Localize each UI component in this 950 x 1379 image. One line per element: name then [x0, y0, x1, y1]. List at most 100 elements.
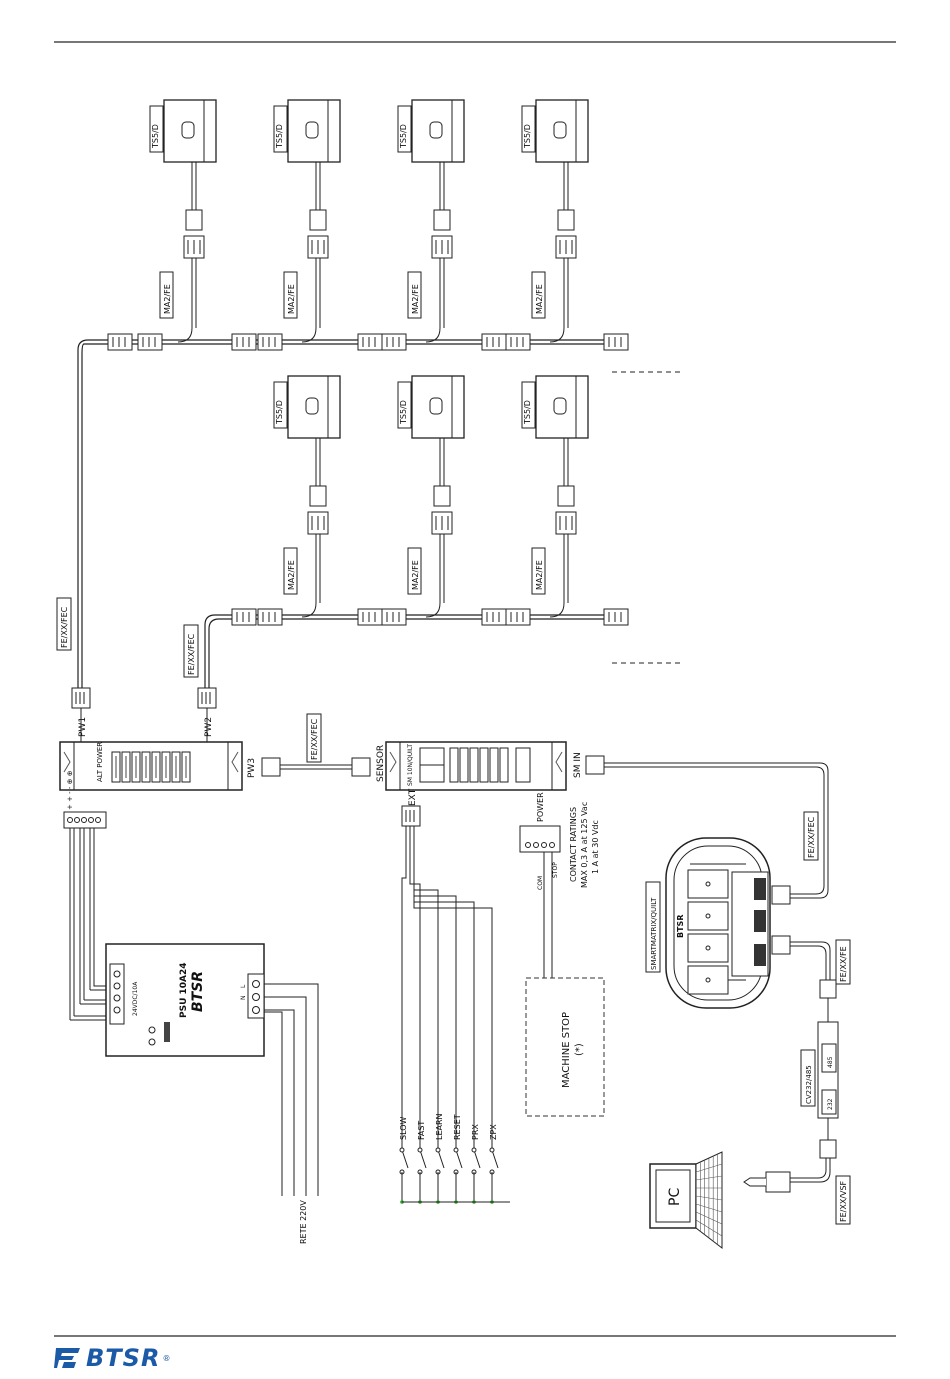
sensor-plug [433, 209, 451, 231]
ext-label: EXT [408, 788, 418, 806]
smartmatrix-label-box: SMARTMATRIX/QUILT [645, 881, 661, 973]
psu-unit: 24VDC/10A PSU 10A24 BTSR N L [105, 943, 265, 1057]
fec-label-vertical: FE/XX/FEC [56, 597, 72, 651]
psu-terminal-n: N [240, 996, 247, 1001]
adapter-label: MA2/FE [163, 284, 172, 314]
smartmatrix-led [705, 881, 711, 887]
btsr-485-label: 485 [827, 1056, 834, 1068]
sensor-label: TS5/D [523, 400, 532, 425]
input-wire [413, 826, 439, 1150]
sm-quilt-slot [489, 747, 499, 783]
adapter-label: MA2/FE [535, 560, 544, 590]
bus-connector [257, 333, 283, 351]
adapter-bend [425, 602, 441, 618]
input-label: RESET [453, 1114, 462, 1140]
input-switch-blade [473, 1149, 481, 1169]
sensor-eye-icon [305, 397, 319, 415]
sensor-plug [433, 485, 451, 507]
sensor-plug [557, 209, 575, 231]
sensor-eye-icon [429, 121, 443, 139]
keyboard-line [695, 1163, 723, 1173]
pc-keyboard-grid [695, 1154, 723, 1245]
adapter-bend [425, 327, 441, 343]
sm-in-label: SM IN [573, 752, 583, 778]
footer-logo: BTSR ® [54, 1343, 170, 1373]
keyboard-line [695, 1219, 723, 1237]
psu-terminal-l: L [240, 984, 247, 988]
input-switch-contact [399, 1147, 405, 1153]
pw-connectors [71, 687, 217, 709]
sensor-plug [557, 485, 575, 507]
sensor-chain: TS5/D MA2/FE [521, 375, 589, 618]
sensor-label-box [521, 381, 536, 429]
sm-quilt-slot [479, 747, 489, 783]
sensor-port-label: SENSOR [376, 745, 386, 782]
bus-connector [603, 333, 629, 351]
footer-reg: ® [162, 1353, 171, 1363]
sm-quilt-slot [469, 747, 479, 783]
pw3-label: PW3 [247, 758, 257, 778]
rete-label: RETE 220V [299, 1200, 308, 1244]
sensor-label-box [521, 105, 536, 153]
keyboard-line [695, 1175, 723, 1181]
input-switch-contact [435, 1147, 441, 1153]
sensor-chain: TS5/D MA2/FE [149, 99, 217, 343]
sensor-label-box [149, 105, 164, 153]
converter-label-box: CV232/485 [800, 1049, 816, 1107]
input-label: ZPX [489, 1124, 498, 1140]
adapter-bend [301, 602, 317, 618]
adapter-label-box [531, 547, 546, 595]
input-wire [401, 826, 407, 1150]
sensor-body [535, 99, 589, 163]
bus-connector [107, 333, 133, 351]
smartmatrix-rows [687, 869, 729, 995]
pw3-sensor-cable [261, 757, 371, 777]
input-switch-blade [491, 1149, 499, 1169]
sensor-label-box [397, 381, 412, 429]
sensor-body [287, 99, 341, 163]
bus-connector [231, 608, 257, 626]
sensor-label: TS5/D [275, 124, 284, 149]
adapter-label-box [283, 547, 298, 595]
adapter-label-box [407, 271, 422, 319]
input-label: PRX [471, 1124, 480, 1140]
sensor-eye-icon [429, 397, 443, 415]
fec-label-vertical: FE/XX/FEC [306, 713, 322, 763]
pc-label: PC [667, 1188, 683, 1206]
input-label: FAST [417, 1121, 426, 1140]
machine-stop-box: MACHINE STOP (*) [525, 977, 605, 1117]
adapter-bend [177, 327, 193, 343]
sensor-eye-icon [181, 121, 195, 139]
input-label: LEARN [435, 1113, 444, 1140]
input-switch-contact [489, 1147, 495, 1153]
sensor-eye-icon [305, 121, 319, 139]
adapter-label: MA2/FE [535, 284, 544, 314]
input-wire [413, 826, 475, 1150]
bus-connector [505, 608, 531, 626]
smartmatrix-brand: BTSR [676, 915, 685, 938]
adapter-label: MA2/FE [287, 284, 296, 314]
smartmatrix-led [705, 945, 711, 951]
psu-spec: 24VDC/10A [132, 981, 139, 1016]
converter-cable [771, 935, 837, 1022]
smartmatrix-row [687, 933, 729, 963]
sensor-label: TS5/D [523, 124, 532, 149]
keyboard-line [695, 1195, 723, 1201]
psu-output-polarity: + + - - ⊕ ⊕ [66, 770, 74, 810]
input-switch-blade [455, 1149, 463, 1169]
sm-quilt-slot [499, 747, 509, 783]
smartmatrix-row [687, 965, 729, 995]
adapter-label-box [531, 271, 546, 319]
sensor-label: TS5/D [399, 400, 408, 425]
sm-quilt-label: SM 10N/QUILT [407, 744, 414, 786]
adapter-label: MA2/FE [287, 560, 296, 590]
input-wire [413, 826, 493, 1150]
sensor-label: TS5/D [151, 124, 160, 149]
input-switch-blade [437, 1149, 445, 1169]
vsf-label-vertical: FE/XX/VSF [835, 1175, 851, 1225]
bus-connector [481, 608, 507, 626]
bus-connector [505, 333, 531, 351]
adapter-bend [549, 327, 565, 343]
